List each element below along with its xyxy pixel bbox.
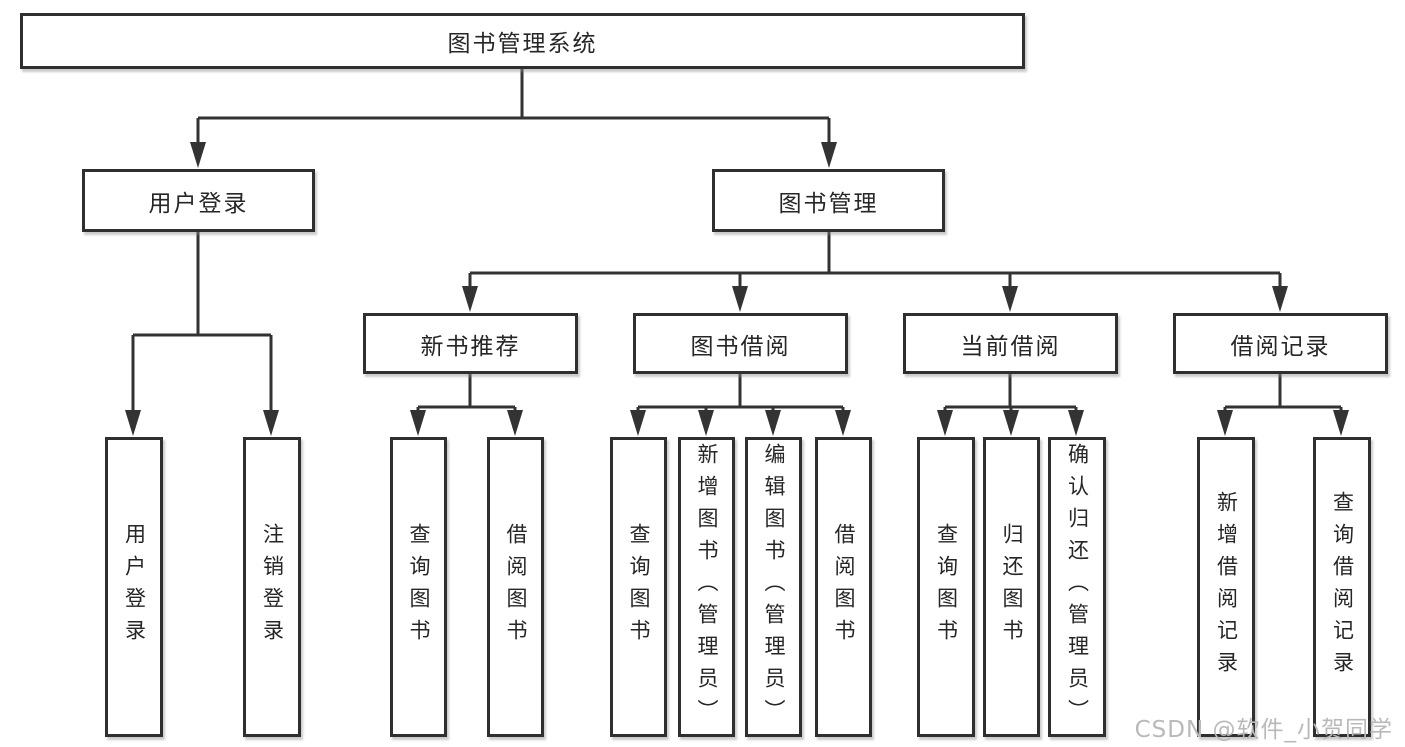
leaf-return-book-label: 归还图书 bbox=[1000, 523, 1024, 651]
node-book-borrow: 图书借阅 bbox=[633, 313, 848, 374]
node-root: 图书管理系统 bbox=[20, 13, 1025, 69]
node-user-login-label: 用户登录 bbox=[148, 190, 249, 217]
leaf-query-book-recommend: 查询图书 bbox=[390, 437, 447, 737]
node-new-book-recommend: 新书推荐 bbox=[363, 313, 578, 374]
node-current-borrow: 当前借阅 bbox=[903, 313, 1118, 374]
leaf-query-book-current: 查询图书 bbox=[917, 437, 975, 737]
leaf-add-borrow-record-label: 新增借阅记录 bbox=[1214, 491, 1239, 683]
node-borrow-records-label: 借阅记录 bbox=[1230, 333, 1331, 360]
leaf-borrow-book-recommend: 借阅图书 bbox=[487, 437, 544, 737]
leaf-query-book-current-label: 查询图书 bbox=[934, 523, 959, 651]
leaf-query-borrow-record: 查询借阅记录 bbox=[1313, 437, 1371, 737]
node-new-book-recommend-label: 新书推荐 bbox=[420, 333, 521, 360]
node-borrow-records: 借阅记录 bbox=[1173, 313, 1388, 374]
leaf-add-book-admin: 新增图书（管理员） bbox=[678, 437, 735, 737]
leaf-logout-label: 注销登录 bbox=[260, 523, 285, 651]
leaf-confirm-return-admin: 确认归还（管理员） bbox=[1048, 437, 1106, 737]
leaf-edit-book-admin: 编辑图书（管理员） bbox=[745, 437, 802, 737]
leaf-query-book-borrow: 查询图书 bbox=[610, 437, 667, 737]
leaf-add-book-admin-label: 新增图书（管理员） bbox=[695, 443, 719, 731]
leaf-borrow-book: 借阅图书 bbox=[815, 437, 872, 737]
leaf-user-login-label: 用户登录 bbox=[122, 523, 147, 651]
node-user-login: 用户登录 bbox=[82, 169, 315, 232]
leaf-confirm-return-admin-label: 确认归还（管理员） bbox=[1065, 443, 1090, 731]
node-current-borrow-label: 当前借阅 bbox=[960, 333, 1061, 360]
leaf-user-login: 用户登录 bbox=[105, 437, 163, 737]
node-book-borrow-label: 图书借阅 bbox=[690, 333, 791, 360]
csdn-watermark: CSDN @软件_小贺同学 bbox=[1134, 717, 1393, 743]
leaf-query-book-borrow-label: 查询图书 bbox=[627, 523, 651, 651]
leaf-return-book: 归还图书 bbox=[983, 437, 1040, 737]
node-book-management-label: 图书管理 bbox=[778, 190, 879, 217]
leaf-add-borrow-record: 新增借阅记录 bbox=[1197, 437, 1255, 737]
node-book-management: 图书管理 bbox=[712, 169, 945, 232]
leaf-edit-book-admin-label: 编辑图书（管理员） bbox=[762, 443, 786, 731]
leaf-query-book-recommend-label: 查询图书 bbox=[407, 523, 431, 651]
leaf-logout: 注销登录 bbox=[243, 437, 301, 737]
leaf-query-borrow-record-label: 查询借阅记录 bbox=[1330, 491, 1355, 683]
leaf-borrow-book-recommend-label: 借阅图书 bbox=[504, 523, 528, 651]
leaf-borrow-book-label: 借阅图书 bbox=[832, 523, 856, 651]
node-root-label: 图书管理系统 bbox=[447, 31, 598, 57]
